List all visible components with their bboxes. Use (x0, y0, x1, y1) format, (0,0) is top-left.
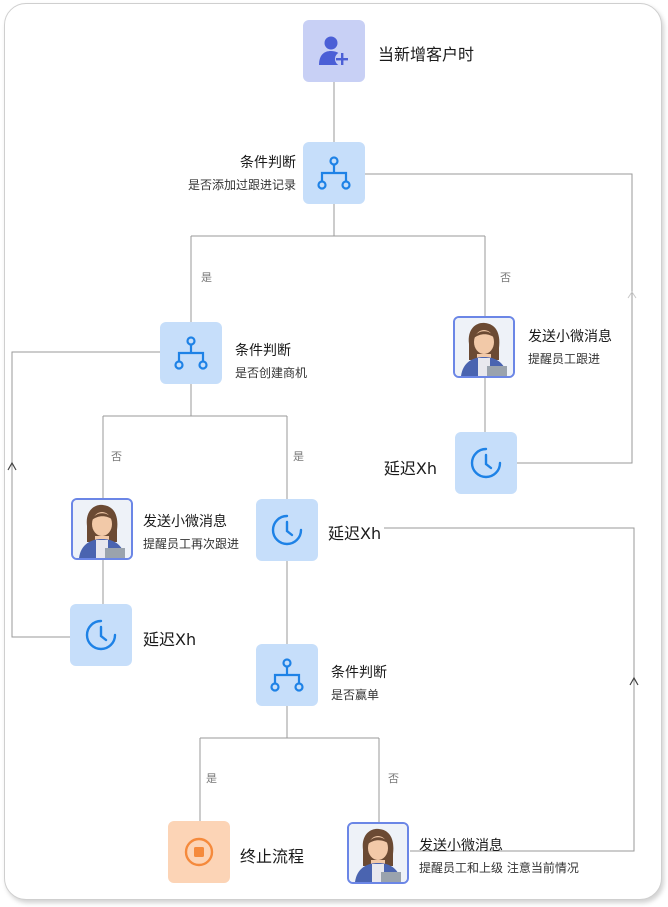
start-trigger-node[interactable] (303, 20, 365, 82)
condition-3-labels: 条件判断 是否赢单 (331, 662, 387, 703)
branch-yes-label: 是 (293, 450, 304, 463)
message-node-3[interactable] (347, 822, 409, 884)
start-label: 当新增客户时 (378, 45, 475, 64)
avatar (349, 824, 407, 882)
branch-no-label: 否 (388, 772, 399, 785)
avatar (73, 500, 131, 558)
branch-yes-label: 是 (206, 772, 217, 785)
user-add-icon (319, 36, 349, 66)
condition-1-labels: 条件判断 是否添加过跟进记录 (188, 152, 296, 193)
delay-3-label: 延迟Xh (328, 524, 382, 543)
condition-node-2[interactable] (160, 322, 222, 384)
condition-3-subtitle: 是否赢单 (331, 688, 380, 702)
delay-node-1[interactable] (455, 432, 517, 494)
clock-icon (85, 619, 117, 651)
condition-1-subtitle: 是否添加过跟进记录 (187, 178, 296, 192)
message-2-title: 发送小微消息 (143, 514, 227, 530)
condition-node-1[interactable] (303, 142, 365, 204)
avatar (455, 318, 513, 376)
stop-label: 终止流程 (240, 847, 305, 866)
branch-no-label: 否 (111, 450, 122, 463)
message-3-title: 发送小微消息 (419, 838, 503, 854)
condition-2-subtitle: 是否创建商机 (235, 366, 308, 380)
stop-node[interactable] (168, 821, 230, 883)
message-2-subtitle: 提醒员工再次跟进 (143, 537, 240, 551)
message-1-title: 发送小微消息 (528, 329, 612, 345)
branch-icon (174, 336, 208, 370)
branch-no-label: 否 (500, 271, 511, 284)
clock-icon (470, 447, 502, 479)
branch-icon (270, 658, 304, 692)
delay-node-3[interactable] (256, 499, 318, 561)
message-2-labels: 发送小微消息 提醒员工再次跟进 (143, 511, 239, 552)
delay-node-2[interactable] (70, 604, 132, 666)
condition-3-title: 条件判断 (331, 665, 387, 681)
message-node-1[interactable] (453, 316, 515, 378)
delay-2-label: 延迟Xh (143, 630, 197, 649)
branch-yes-label: 是 (201, 271, 212, 284)
condition-2-labels: 条件判断 是否创建商机 (235, 340, 307, 381)
branch-icon (317, 156, 351, 190)
delay-1-label: 延迟Xh (383, 459, 437, 478)
message-3-subtitle: 提醒员工和上级 注意当前情况 (419, 861, 579, 875)
condition-node-3[interactable] (256, 644, 318, 706)
condition-1-title: 条件判断 (240, 155, 296, 171)
message-3-labels: 发送小微消息 提醒员工和上级 注意当前情况 (419, 835, 579, 876)
message-1-labels: 发送小微消息 提醒员工跟进 (528, 326, 612, 367)
message-1-subtitle: 提醒员工跟进 (528, 352, 601, 366)
condition-2-title: 条件判断 (235, 343, 291, 359)
message-node-2[interactable] (71, 498, 133, 560)
clock-icon (271, 514, 303, 546)
stop-icon (184, 837, 214, 867)
